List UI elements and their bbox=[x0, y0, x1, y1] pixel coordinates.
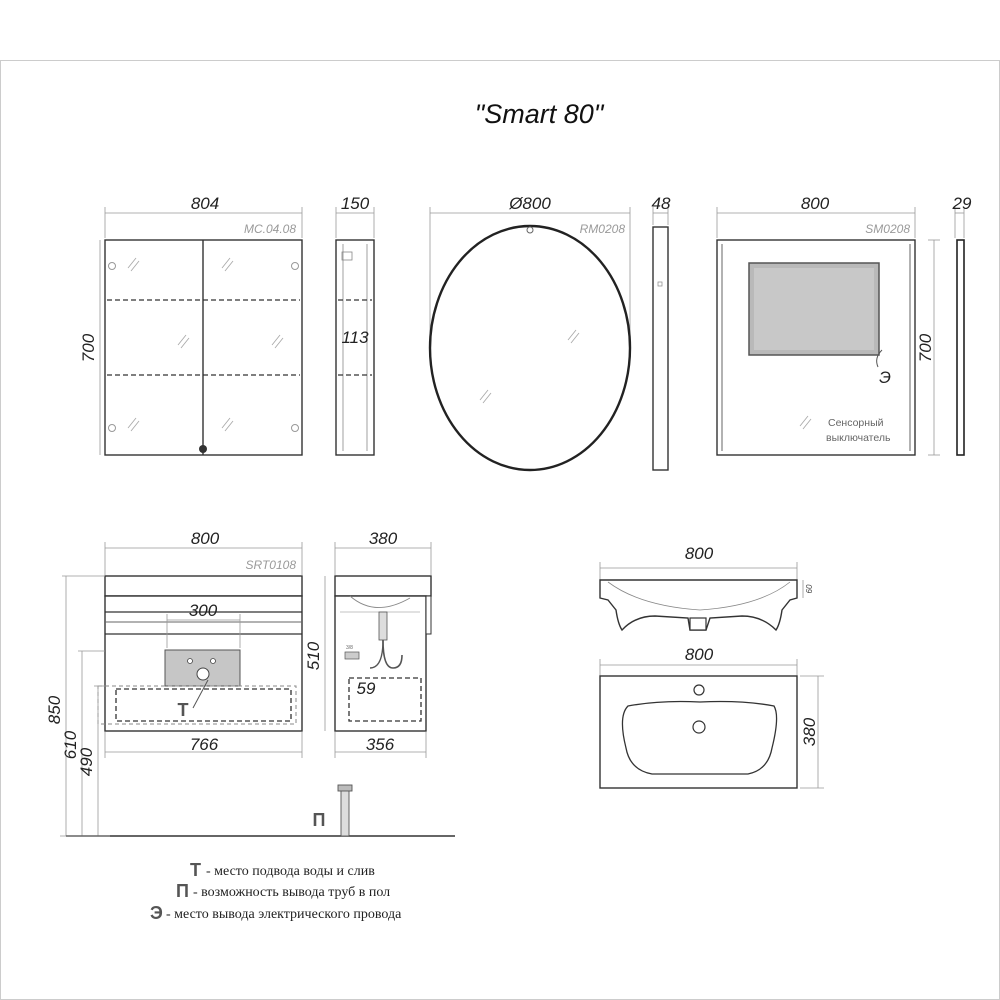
led-mirror-height: 700 bbox=[916, 333, 935, 362]
mirror-cabinet-front: 804 MC.04.08 700 bbox=[79, 194, 303, 456]
vanity-front: 800 SRT0108 300 Т 766 bbox=[97, 529, 303, 758]
vanity-width: 800 bbox=[191, 529, 220, 548]
vanity-inner-depth: 356 bbox=[366, 735, 395, 754]
floor-pipe-mark-p: П bbox=[313, 810, 326, 830]
electric-outlet-mark: Э bbox=[879, 368, 891, 387]
mirror-cabinet-code: MC.04.08 bbox=[244, 222, 296, 236]
legend-item-electric: Э - место вывода электрического провода bbox=[150, 903, 402, 923]
legend-item-floor-pipes: П - возможность вывода труб в пол bbox=[176, 881, 390, 901]
led-mirror-code: SM0208 bbox=[865, 222, 910, 236]
faucet-hole-icon bbox=[693, 684, 705, 696]
round-mirror-code: RM0208 bbox=[580, 222, 626, 236]
vanity-height-total: 850 bbox=[45, 695, 64, 724]
vanity-code: SRT0108 bbox=[246, 558, 297, 572]
vanity-panel-width: 300 bbox=[189, 601, 218, 620]
vanity-height-dimensions: 850 610 490 bbox=[45, 575, 455, 837]
glass-glint-icon bbox=[479, 329, 580, 404]
mirror-cabinet-width: 804 bbox=[191, 194, 219, 213]
vanity-height-top: 610 bbox=[61, 730, 80, 759]
mirror-cabinet-depth: 150 bbox=[341, 194, 370, 213]
svg-text:Э: Э bbox=[150, 903, 163, 923]
led-mirror-width: 800 bbox=[801, 194, 830, 213]
glass-glint-icon bbox=[799, 415, 812, 430]
sensor-switch-note-line1: Сенсорный bbox=[828, 417, 884, 429]
led-mirror-depth: 29 bbox=[952, 194, 972, 213]
vanity-plinth: 59 bbox=[357, 679, 376, 698]
svg-text:- место подвода воды и слив: - место подвода воды и слив bbox=[206, 864, 375, 879]
led-mirror: 800 SM0208 Э Сенсорный выключатель 700 bbox=[716, 194, 940, 456]
legend-item-water: Т - место подвода воды и слив bbox=[190, 860, 375, 880]
sensor-switch-note-line2: выключатель bbox=[826, 432, 891, 444]
basin-side-width: 800 bbox=[685, 544, 714, 563]
svg-text:- возможность вывода труб в по: - возможность вывода труб в пол bbox=[193, 885, 390, 900]
svg-text:Т: Т bbox=[190, 860, 201, 880]
water-mark-t: Т bbox=[178, 700, 189, 720]
glass-glint-icon bbox=[127, 257, 284, 432]
svg-text:- место вывода электрического: - место вывода электрического провода bbox=[166, 907, 402, 922]
siphon-icon bbox=[344, 611, 403, 669]
drain-hole-icon bbox=[692, 720, 706, 734]
mirror-cabinet-side: 150 113 bbox=[335, 194, 375, 456]
vanity-side-height: 510 bbox=[304, 641, 323, 670]
mirror-cabinet-shelf-depth: 113 bbox=[341, 328, 369, 347]
page-border bbox=[0, 60, 1000, 1000]
drawing-title: "Smart 80" bbox=[475, 99, 605, 129]
round-mirror: Ø800 RM0208 bbox=[428, 194, 632, 472]
basin-side-height: 60 bbox=[805, 584, 814, 593]
round-mirror-diameter: Ø800 bbox=[508, 194, 551, 213]
floor-pipe-outlet: П bbox=[313, 784, 353, 837]
vanity-height-bottom: 490 bbox=[77, 747, 96, 776]
vanity-depth: 380 bbox=[369, 529, 398, 548]
vanity-small-note: 3/8 bbox=[346, 645, 353, 651]
handle-knob-icon bbox=[199, 445, 207, 453]
led-mirror-side: 29 bbox=[952, 194, 972, 456]
basin-top: 800 380 bbox=[599, 645, 824, 789]
round-mirror-side: 48 bbox=[652, 194, 671, 471]
vanity-side: 380 3/8 59 510 356 bbox=[304, 529, 432, 758]
legend: Т - место подвода воды и слив П - возмож… bbox=[150, 860, 402, 923]
round-mirror-depth: 48 bbox=[652, 194, 671, 213]
basin-top-width: 800 bbox=[685, 645, 714, 664]
basin-side: 800 60 bbox=[599, 544, 814, 632]
basin-top-depth: 380 bbox=[800, 717, 819, 746]
vanity-inner-width: 766 bbox=[190, 735, 219, 754]
svg-text:П: П bbox=[176, 881, 189, 901]
mirror-cabinet-height: 700 bbox=[79, 333, 98, 362]
